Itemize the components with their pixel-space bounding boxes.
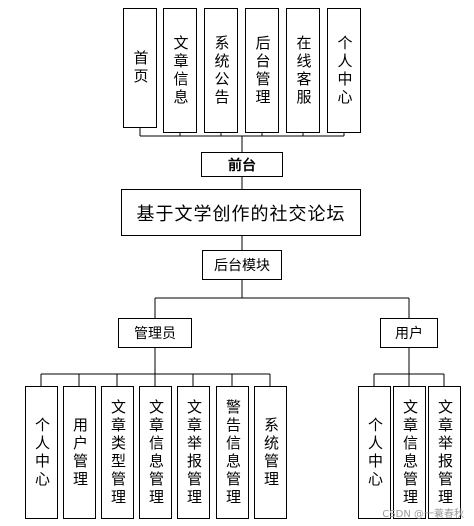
user-module-reports: 文章举报管理 <box>428 386 461 519</box>
module-label: 文章类型管理 <box>109 398 127 507</box>
admin-node: 管理员 <box>118 318 192 348</box>
user-module-profile: 个人中心 <box>358 386 391 519</box>
module-label: 首页 <box>131 50 150 86</box>
admin-module-articles: 文章信息管理 <box>139 386 172 519</box>
front-module-articles: 文章信息 <box>163 8 197 133</box>
front-label: 前台 <box>228 157 256 174</box>
user-label: 用户 <box>395 326 423 342</box>
admin-module-reports: 文章举报管理 <box>177 386 210 519</box>
module-label: 系统公告 <box>212 34 231 107</box>
module-label: 文章举报管理 <box>185 398 203 507</box>
module-label: 个人中心 <box>366 416 384 489</box>
module-label: 个人中心 <box>335 34 354 107</box>
admin-module-warnings: 警告信息管理 <box>216 386 249 519</box>
module-label: 用户管理 <box>71 416 89 489</box>
admin-module-profile: 个人中心 <box>25 386 58 519</box>
front-module-home: 首页 <box>123 8 157 128</box>
module-label: 在线客服 <box>294 34 313 107</box>
backend-node: 后台模块 <box>202 250 282 280</box>
title-text: 基于文学创作的社交论坛 <box>136 203 346 225</box>
system-title: 基于文学创作的社交论坛 <box>121 189 361 236</box>
watermark: CSDN @一蓑春秋 <box>382 509 464 520</box>
admin-module-system: 系统管理 <box>254 386 287 519</box>
backend-label: 后台模块 <box>214 258 270 274</box>
module-label: 后台管理 <box>253 34 272 107</box>
front-node: 前台 <box>201 152 283 177</box>
user-module-articles: 文章信息管理 <box>393 386 426 519</box>
front-module-support: 在线客服 <box>286 8 320 133</box>
module-label: 警告信息管理 <box>224 398 242 507</box>
admin-module-article-types: 文章类型管理 <box>101 386 134 519</box>
user-node: 用户 <box>380 318 438 348</box>
front-module-profile: 个人中心 <box>327 8 361 133</box>
front-module-announcements: 系统公告 <box>204 8 238 133</box>
module-label: 文章信息 <box>171 34 190 107</box>
front-module-admin: 后台管理 <box>245 8 279 133</box>
admin-module-users: 用户管理 <box>63 386 96 519</box>
module-label: 文章信息管理 <box>147 398 165 507</box>
module-label: 系统管理 <box>262 416 280 489</box>
module-label: 文章信息管理 <box>401 398 419 507</box>
module-label: 个人中心 <box>33 416 51 489</box>
module-label: 文章举报管理 <box>436 398 454 507</box>
admin-label: 管理员 <box>134 326 176 342</box>
